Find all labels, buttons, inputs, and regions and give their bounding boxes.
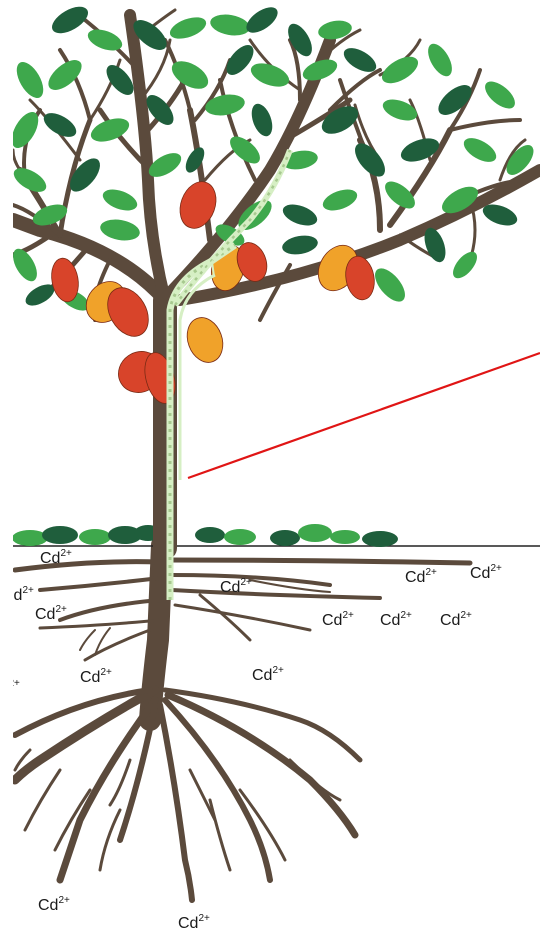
root-system bbox=[15, 545, 470, 900]
cacao-pod bbox=[181, 313, 229, 368]
cd-ion-label: Cd2+ bbox=[80, 667, 112, 686]
cd-ion-label: Cd2+ bbox=[440, 610, 472, 629]
cd-ion-label: Cd2+ bbox=[322, 610, 354, 629]
cd-ion-label: Cd2+ bbox=[470, 563, 502, 582]
cacao-pod bbox=[174, 177, 222, 234]
cd-ion-label: Cd2+ bbox=[0, 678, 20, 697]
cd-ion-label: Cd2+ bbox=[2, 585, 34, 604]
cd-ion-label: Cd2+ bbox=[178, 913, 210, 932]
cd-ion-label: Cd2+ bbox=[380, 610, 412, 629]
cd-ion-label: Cd2+ bbox=[38, 895, 70, 914]
cd-ion-label: Cd2+ bbox=[405, 567, 437, 586]
callout-pointer-line bbox=[188, 353, 540, 478]
leaf-litter bbox=[12, 524, 398, 547]
cd-ion-label: Cd2+ bbox=[252, 665, 284, 684]
